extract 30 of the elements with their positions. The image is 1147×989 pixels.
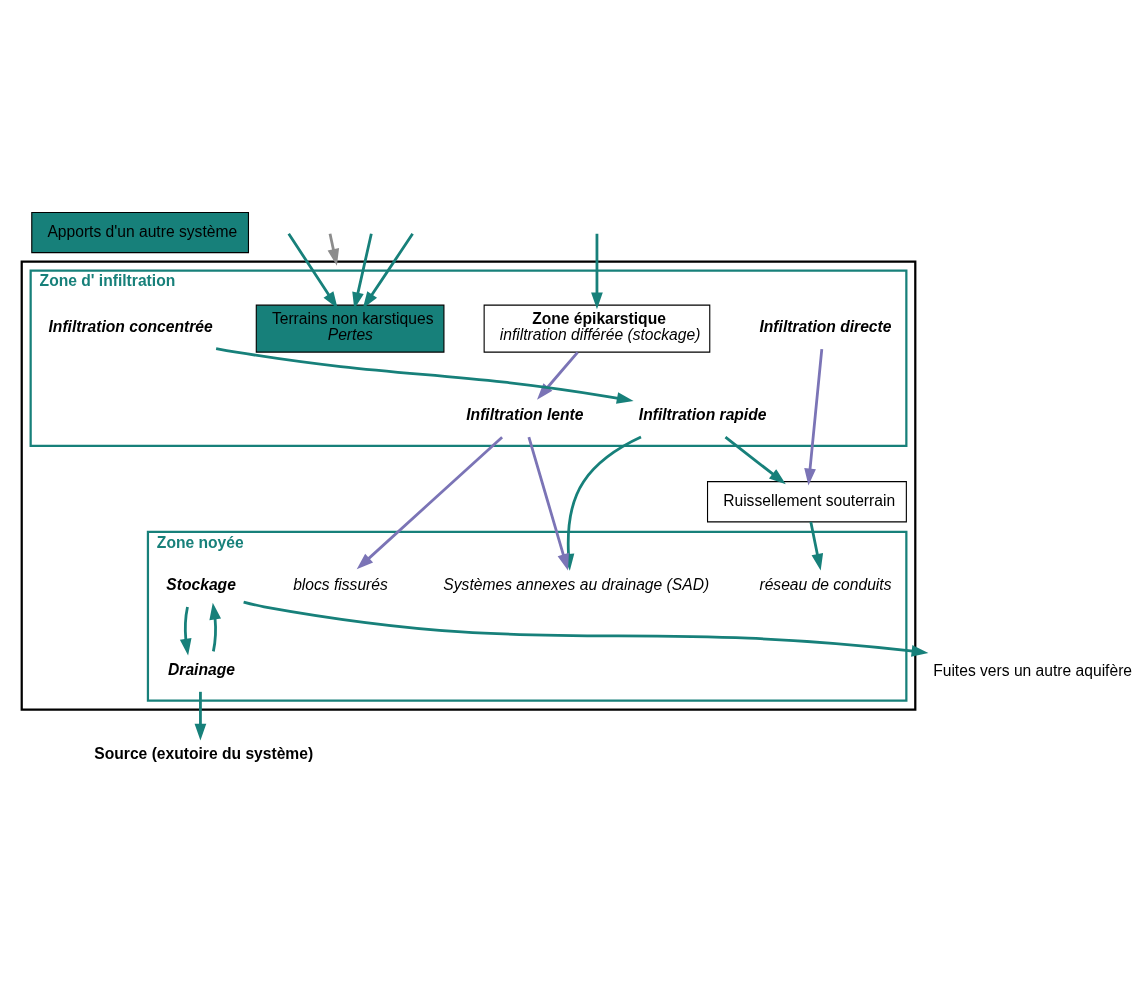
node-text: Infiltration lente <box>466 405 584 423</box>
node-text: Source (exutoire du système) <box>94 745 314 763</box>
arrow <box>591 233 603 310</box>
node-box: Terrains non karstiques Pertes <box>255 304 445 353</box>
arrow <box>194 691 207 741</box>
arrow <box>179 606 192 656</box>
node-text: Infiltration rapide <box>638 405 767 423</box>
node-text: Infiltration directe <box>759 317 892 335</box>
node-text: Stockage <box>166 575 236 593</box>
arrow <box>356 436 504 570</box>
arrow <box>809 521 824 571</box>
arrow <box>327 233 340 266</box>
node-text: réseau de conduits <box>759 575 892 593</box>
node-box: Ruissellement souterrain <box>707 481 907 523</box>
arrow <box>537 351 579 400</box>
arrow <box>804 348 824 486</box>
node-text: Drainage <box>168 660 235 678</box>
arrow <box>287 233 338 309</box>
arrow <box>527 436 569 571</box>
arrow <box>215 347 634 404</box>
node-text: Fuites vers un autre aquifère <box>933 661 1133 679</box>
arrow <box>243 600 929 657</box>
arrow <box>724 436 786 485</box>
arrow <box>209 602 222 652</box>
node-text: blocs fissurés <box>293 575 388 593</box>
node-text: Systèmes annexes au drainage (SAD) <box>443 575 710 593</box>
node-box: Apports d'un autre système <box>31 211 249 254</box>
node-text: Infiltration concentrée <box>48 317 213 335</box>
node-box: Zone épikarstique infiltration différée (stockage) <box>483 304 711 353</box>
arrow <box>362 233 414 309</box>
